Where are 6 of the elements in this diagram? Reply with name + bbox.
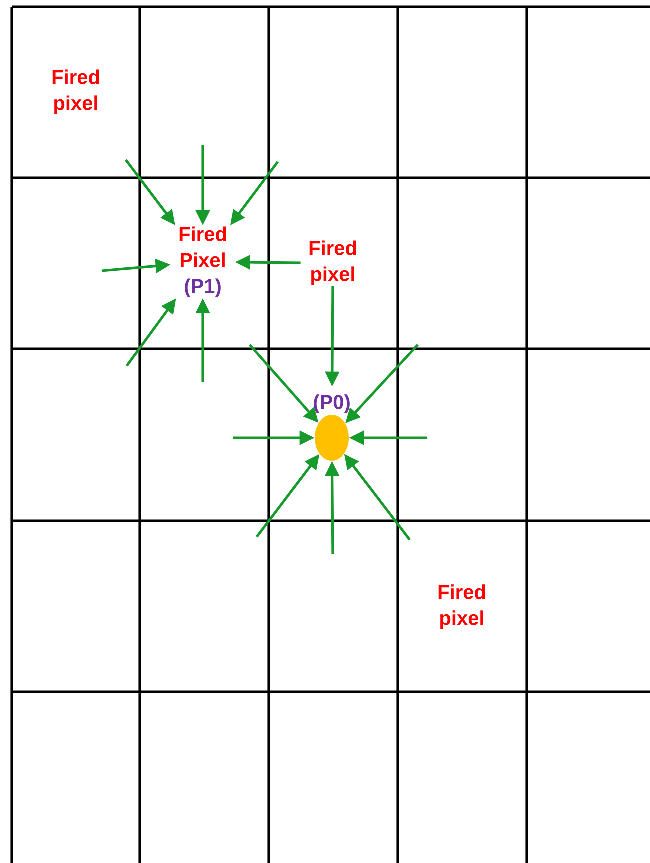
pixel-dot bbox=[315, 415, 349, 461]
pixel-label: Fired pixel bbox=[52, 70, 100, 114]
pixel-label: Fired pixel bbox=[438, 584, 486, 630]
pixel-id: (P0) bbox=[314, 394, 350, 414]
pixel-label: Fired Pixel (P1) bbox=[180, 226, 226, 298]
pixel-label: Fired pixel bbox=[310, 240, 356, 286]
